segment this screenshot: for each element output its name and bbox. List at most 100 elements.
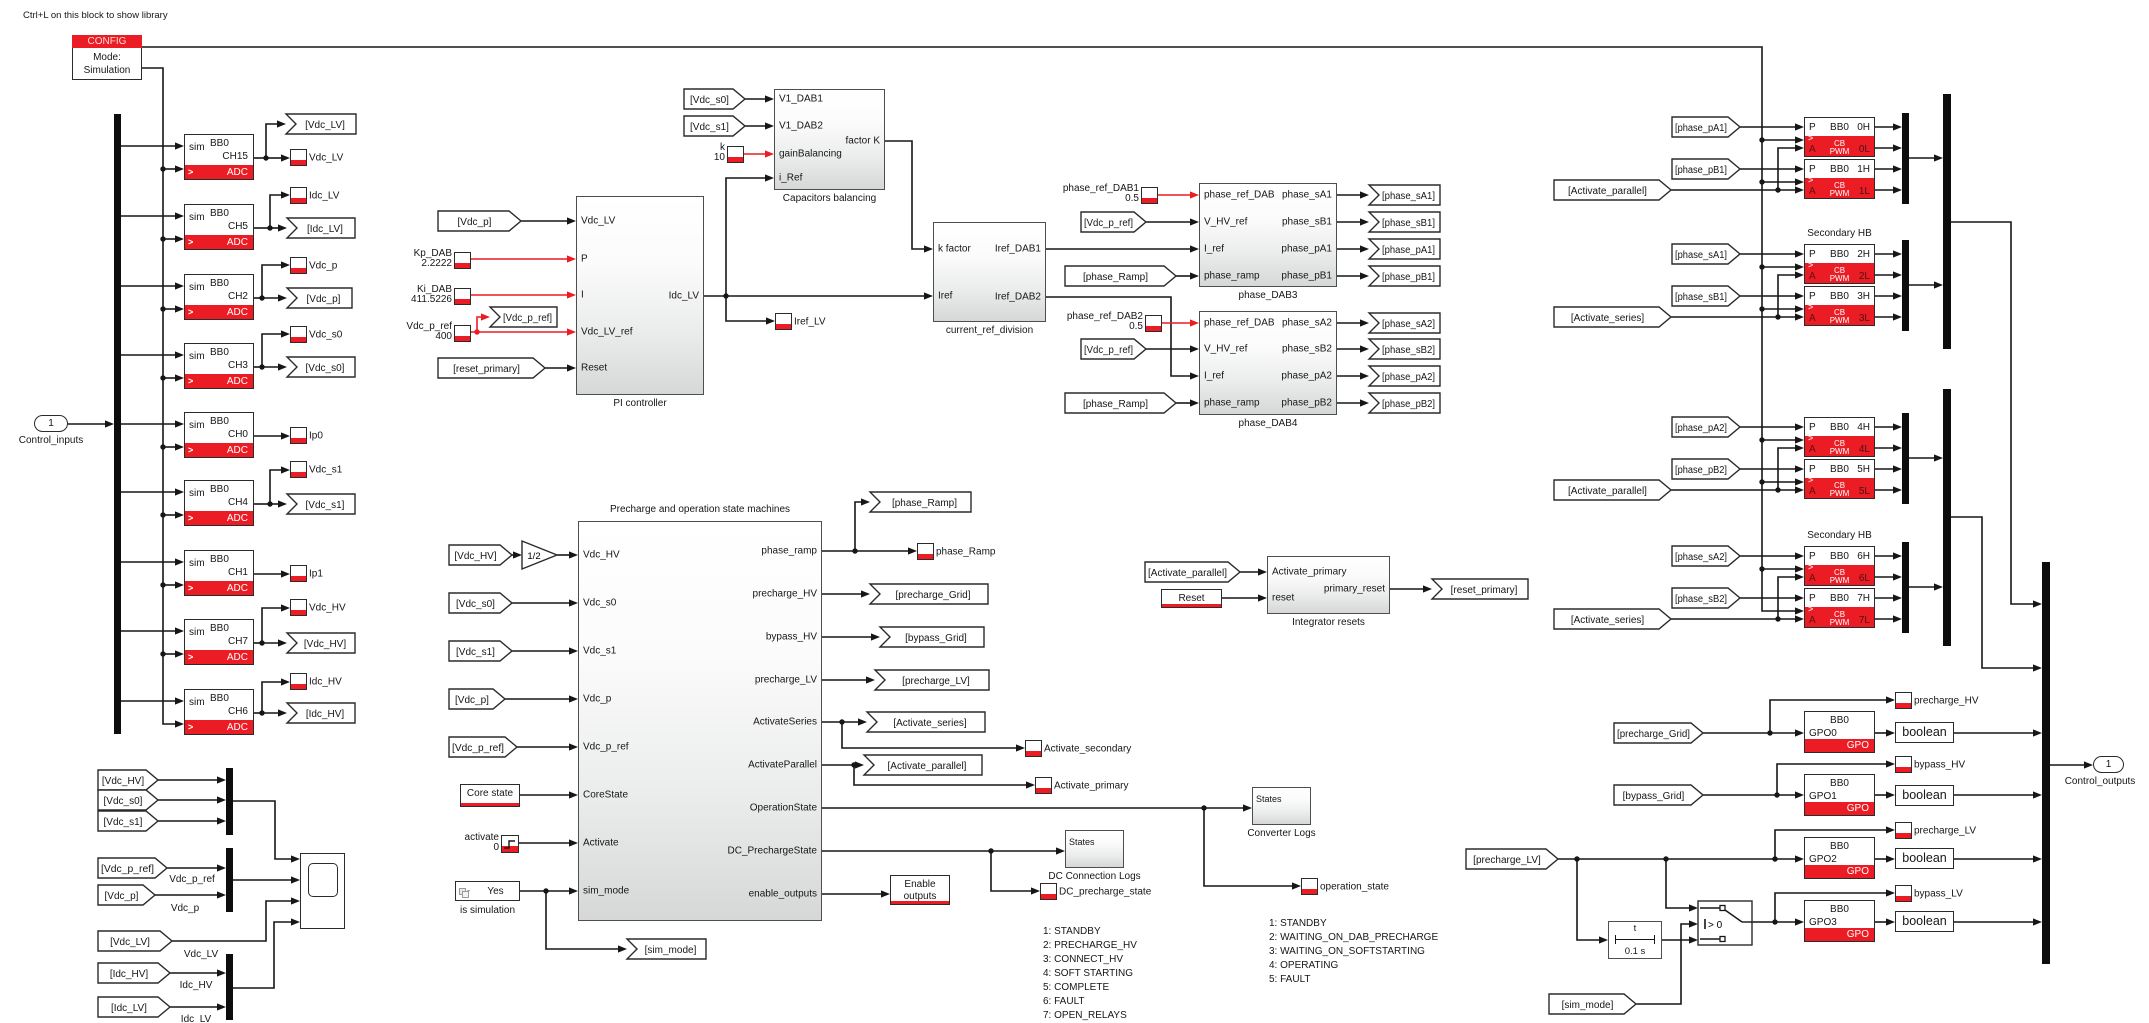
- from-tag-Vdc_s1[interactable]: [97, 810, 160, 832]
- from-tag-phase_pB2[interactable]: [1671, 458, 1742, 480]
- constant-block-Kp_DAB[interactable]: [454, 252, 471, 269]
- goto-tag-reset_primary[interactable]: [1430, 578, 1529, 600]
- goto-tag-Vdc_p_ref[interactable]: [488, 306, 558, 328]
- from-tag-Vdc_s0[interactable]: [448, 592, 514, 614]
- from-tag-Idc_LV[interactable]: [97, 996, 172, 1018]
- goto-tag-Vdc_p[interactable]: [285, 287, 353, 309]
- from-tag-Vdc_HV[interactable]: [97, 769, 160, 791]
- goto-tag-Vdc_LV[interactable]: [284, 113, 357, 135]
- constant-block-Ki_DAB[interactable]: [454, 288, 471, 305]
- display-block-phase_Ramp[interactable]: [917, 543, 934, 560]
- goto-tag-phase_pA2[interactable]: [1367, 365, 1441, 387]
- from-tag-Vdc_s1[interactable]: [683, 115, 747, 137]
- display-block-Activate_secondary[interactable]: [1025, 740, 1042, 757]
- goto-tag-phase_pB1[interactable]: [1367, 265, 1441, 287]
- scope-block[interactable]: [300, 853, 345, 929]
- goto-tag-Activate_parallel[interactable]: [862, 754, 983, 776]
- display-block-Vdc_LV[interactable]: [290, 149, 307, 166]
- from-tag-sim_mode[interactable]: [1548, 993, 1638, 1015]
- from-tag-Vdc_p[interactable]: [97, 884, 157, 906]
- goto-tag-sim_mode[interactable]: [625, 938, 707, 960]
- labeled-block-reset[interactable]: Reset: [1161, 589, 1222, 608]
- mux-bar-2[interactable]: [226, 848, 233, 912]
- constant-block-Vdc_p_ref[interactable]: [454, 325, 471, 342]
- goto-tag-Idc_LV[interactable]: [285, 217, 356, 239]
- display-block-Vdc_s0[interactable]: [290, 326, 307, 343]
- from-tag-Vdc_HV[interactable]: [448, 544, 514, 566]
- mux-bar-10[interactable]: [2042, 562, 2050, 964]
- goto-tag-phase_sA1[interactable]: [1367, 184, 1441, 206]
- subsystem-phase-dab3[interactable]: [1199, 183, 1337, 287]
- step-block-activate[interactable]: [501, 835, 519, 853]
- subsystem-state-machines[interactable]: [578, 521, 822, 921]
- from-tag-Vdc_LV[interactable]: [97, 930, 174, 952]
- display-block-Vdc_HV[interactable]: [290, 599, 307, 616]
- goto-tag-phase_sA2[interactable]: [1367, 312, 1441, 334]
- constant-block-k[interactable]: [727, 146, 744, 163]
- outport-control-outputs[interactable]: 1: [2093, 756, 2124, 773]
- subsystem-pi-controller[interactable]: [576, 196, 704, 395]
- display-block-Ip0[interactable]: [290, 427, 307, 444]
- display-block-precharge_LV[interactable]: [1895, 822, 1912, 839]
- display-block-Idc_LV[interactable]: [290, 187, 307, 204]
- from-tag-phase_pA1[interactable]: [1671, 116, 1742, 138]
- subsystem-capacitors-balancing[interactable]: [774, 89, 885, 190]
- from-tag-phase_sB1[interactable]: [1671, 285, 1742, 307]
- boolean-block-0[interactable]: boolean: [1895, 722, 1954, 743]
- from-tag-Vdc_s0[interactable]: [97, 789, 160, 811]
- mux-bar-1[interactable]: [226, 768, 233, 835]
- from-tag-phase_Ramp[interactable]: [1064, 392, 1178, 414]
- goto-tag-Activate_series[interactable]: [865, 711, 986, 733]
- goto-tag-precharge_Grid[interactable]: [868, 583, 989, 605]
- from-tag-Activate_series[interactable]: [1553, 306, 1673, 328]
- mux-bar-3[interactable]: [226, 954, 233, 1020]
- mux-bar-0[interactable]: [114, 114, 121, 734]
- goto-tag-precharge_LV[interactable]: [873, 669, 990, 691]
- boolean-block-2[interactable]: boolean: [1895, 848, 1954, 869]
- goto-tag-Vdc_s1[interactable]: [285, 493, 356, 515]
- from-tag-phase_sA2[interactable]: [1671, 545, 1742, 567]
- from-tag-Activate_series[interactable]: [1553, 608, 1673, 630]
- goto-tag-phase_Ramp[interactable]: [868, 491, 972, 513]
- from-tag-Activate_parallel[interactable]: [1144, 561, 1242, 583]
- goto-tag-phase_sB2[interactable]: [1367, 338, 1441, 360]
- mux-bar-9[interactable]: [1943, 389, 1951, 646]
- display-block-precharge_HV[interactable]: [1895, 692, 1912, 709]
- from-tag-phase_sA1[interactable]: [1671, 243, 1742, 265]
- from-tag-Vdc_p_ref[interactable]: [448, 736, 519, 758]
- from-tag-Activate_parallel[interactable]: [1553, 479, 1673, 501]
- from-tag-Vdc_s1[interactable]: [448, 640, 514, 662]
- goto-tag-Idc_HV[interactable]: [285, 702, 356, 724]
- from-tag-Vdc_p[interactable]: [437, 210, 523, 232]
- from-tag-Activate_parallel[interactable]: [1553, 179, 1673, 201]
- from-tag-bypass_Grid[interactable]: [1613, 784, 1705, 806]
- subsystem-dc-connection-logs[interactable]: [1065, 830, 1124, 868]
- subsystem-current-ref-division[interactable]: [933, 222, 1046, 322]
- goto-tag-phase_pB2[interactable]: [1367, 392, 1441, 414]
- from-tag-precharge_LV[interactable]: [1465, 848, 1560, 870]
- from-tag-Vdc_p_ref[interactable]: [1080, 211, 1148, 233]
- mux-bar-4[interactable]: [1902, 113, 1909, 204]
- from-tag-Vdc_p_ref[interactable]: [97, 857, 169, 879]
- subsystem-converter-logs[interactable]: [1252, 787, 1311, 825]
- goto-tag-bypass_Grid[interactable]: [878, 626, 985, 648]
- yes-block[interactable]: Yes: [455, 881, 520, 901]
